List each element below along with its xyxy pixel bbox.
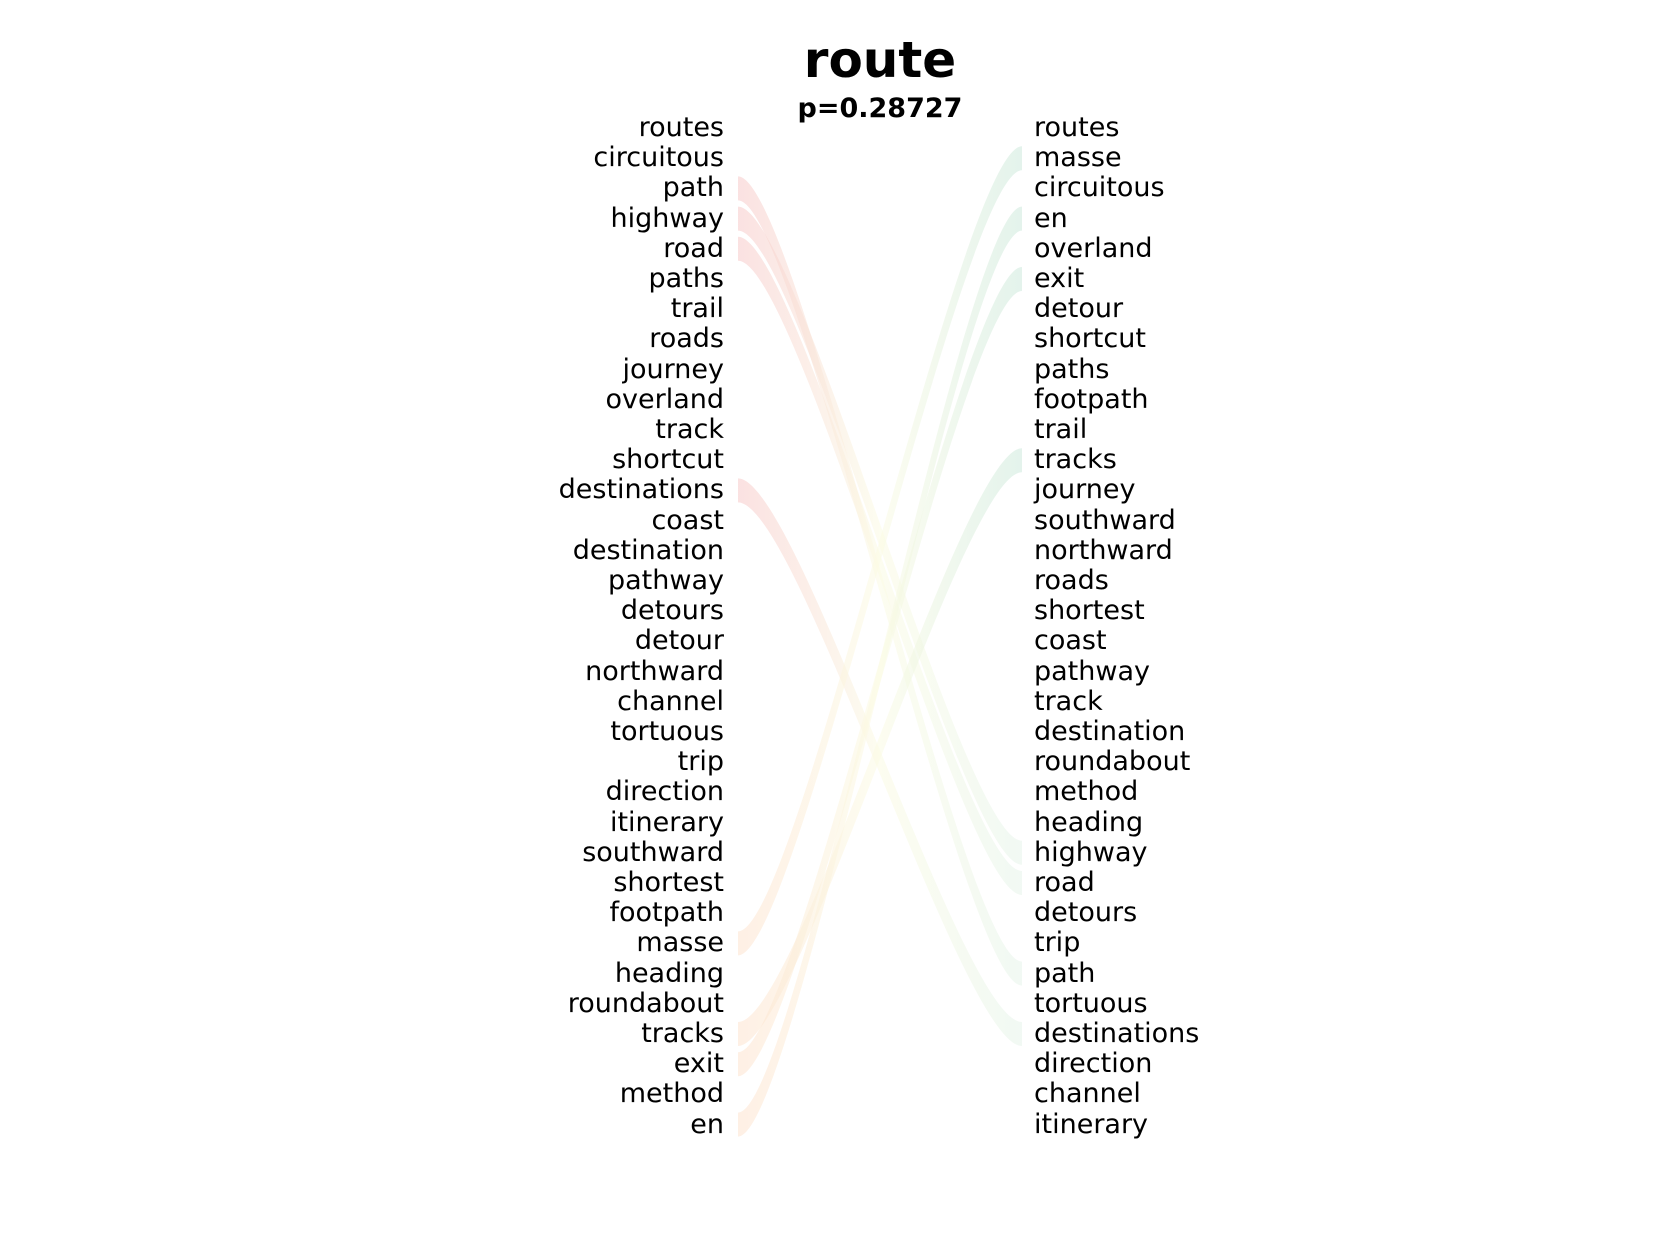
link-band-path: [738, 176, 1022, 986]
left-word: pathway: [608, 565, 724, 596]
right-word: roads: [1034, 565, 1109, 596]
right-word: shortcut: [1034, 323, 1146, 355]
left-word: heading: [614, 957, 724, 989]
right-word: detour: [1034, 293, 1124, 325]
right-word: destination: [1034, 716, 1186, 747]
right-word: northward: [1034, 534, 1173, 566]
left-word: southward: [582, 836, 724, 868]
right-word: circuitous: [1034, 172, 1165, 204]
left-word: highway: [610, 202, 724, 234]
link-band-tracks: [738, 448, 1022, 1046]
right-word: tortuous: [1034, 987, 1148, 1019]
right-word: trail: [1034, 414, 1088, 445]
right-word: coast: [1034, 625, 1107, 657]
left-word: overland: [605, 383, 724, 415]
right-word: trip: [1034, 927, 1081, 959]
right-word: tracks: [1034, 444, 1117, 476]
left-word: road: [663, 232, 724, 264]
left-word: method: [619, 1078, 724, 1110]
left-word: tracks: [641, 1018, 724, 1049]
chart-title: route: [803, 31, 957, 89]
right-word: en: [1034, 202, 1068, 234]
left-word: track: [655, 414, 724, 445]
right-word: shortest: [1034, 595, 1145, 627]
right-word: footpath: [1034, 383, 1149, 415]
left-word: path: [662, 172, 724, 204]
left-word: detours: [620, 595, 724, 627]
right-word: track: [1034, 685, 1103, 717]
right-word: channel: [1034, 1078, 1141, 1110]
right-word: roundabout: [1034, 746, 1191, 778]
left-word: itinerary: [609, 806, 724, 838]
right-word: heading: [1034, 806, 1144, 838]
left-word: exit: [673, 1048, 724, 1080]
link-band-highway: [738, 206, 1022, 865]
left-word: tortuous: [610, 716, 724, 747]
right-word: masse: [1034, 142, 1122, 174]
link-band-road: [738, 236, 1022, 896]
left-word: roundabout: [567, 987, 724, 1019]
left-word: trip: [677, 746, 724, 778]
link-band-destinations: [738, 478, 1022, 1046]
right-word: destinations: [1034, 1018, 1200, 1049]
right-word: method: [1034, 776, 1139, 808]
left-word: coast: [651, 504, 724, 536]
left-word: shortcut: [612, 444, 724, 476]
right-word: southward: [1034, 504, 1176, 536]
left-word: destination: [572, 534, 724, 566]
right-word: exit: [1034, 263, 1085, 294]
right-word: path: [1034, 957, 1096, 989]
right-word: paths: [1034, 353, 1110, 385]
left-word: detour: [634, 625, 724, 657]
left-word: masse: [636, 927, 724, 959]
left-word: paths: [648, 263, 724, 294]
right-word: direction: [1034, 1048, 1153, 1080]
left-word: direction: [605, 776, 724, 808]
left-word: northward: [585, 655, 724, 687]
left-word: footpath: [609, 897, 724, 929]
right-word: overland: [1034, 232, 1153, 264]
right-word: road: [1034, 867, 1095, 898]
right-word: highway: [1034, 836, 1148, 868]
left-word: en: [690, 1108, 724, 1140]
left-word: roads: [649, 323, 724, 355]
right-word: routes: [1034, 112, 1120, 143]
right-word: detours: [1034, 897, 1138, 929]
link-band-en: [738, 206, 1022, 1137]
right-word: itinerary: [1034, 1108, 1149, 1140]
left-word: circuitous: [593, 142, 724, 174]
left-word: channel: [617, 685, 724, 717]
left-word: routes: [638, 112, 724, 143]
left-word: destinations: [558, 474, 724, 506]
link-band-masse: [738, 146, 1022, 956]
p-value-subtitle: p=0.28727: [797, 93, 963, 124]
left-word: shortest: [613, 867, 724, 898]
left-word: journey: [622, 353, 724, 385]
right-word: journey: [1034, 474, 1136, 506]
left-word: trail: [670, 293, 724, 325]
right-word: pathway: [1034, 655, 1150, 687]
